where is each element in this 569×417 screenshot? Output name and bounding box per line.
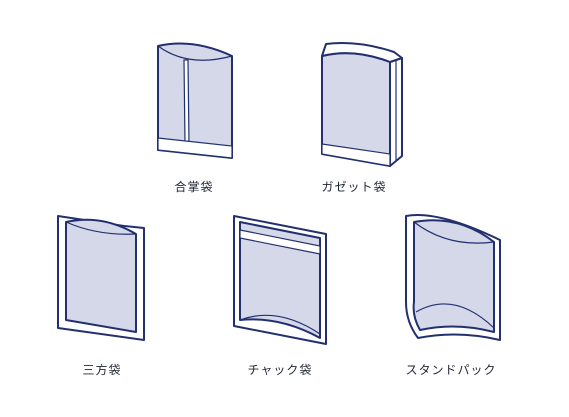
bag-label-stand: スタンドパック [405,363,497,377]
bag-label-chuck: チャック袋 [247,363,313,377]
stand-bag-illustration [405,214,501,341]
bag-label-gusset: ガゼット袋 [321,180,387,194]
chuck-bag-illustration [233,215,327,345]
bag-label-sanpo: 三方袋 [82,363,122,377]
gassho-bag-illustration [157,42,233,159]
bag-label-gassho: 合掌袋 [174,180,214,194]
sanpo-bag-illustration [57,215,145,341]
gusset-bag-illustration [321,42,403,167]
